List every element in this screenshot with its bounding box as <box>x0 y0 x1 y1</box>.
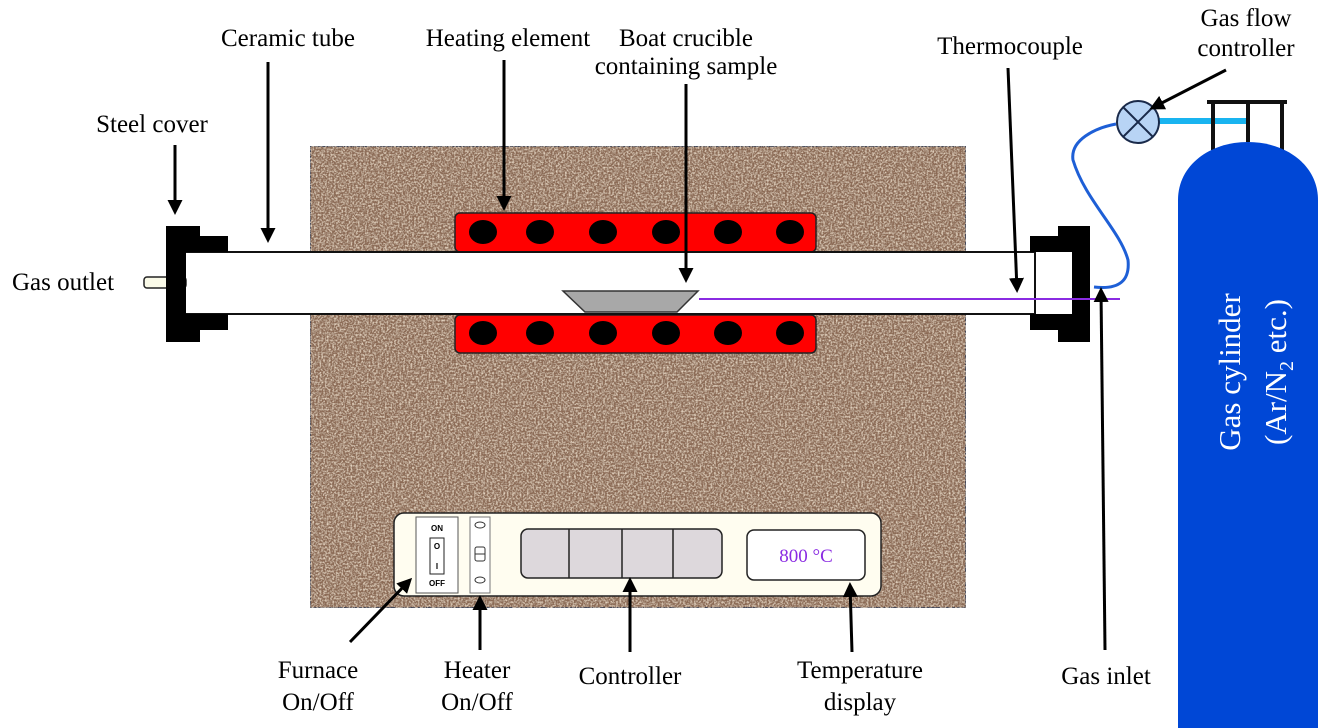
label-heating-element: Heating element <box>426 25 591 52</box>
heating-element-bottom <box>454 314 817 354</box>
cylinder-label-line2: (Ar/N2 etc.) <box>1258 299 1298 445</box>
steel-cover-right <box>1030 226 1090 342</box>
switch-o-label: O <box>434 542 440 551</box>
label-thermocouple: Thermocouple <box>937 33 1083 60</box>
heating-coil <box>776 321 804 345</box>
label-gas-flow-1: Gas flow <box>1201 5 1292 32</box>
temperature-value: 800 °C <box>779 546 833 567</box>
heating-coil <box>652 321 680 345</box>
heater-switch[interactable] <box>469 516 491 594</box>
switch-on-label: ON <box>431 524 443 533</box>
heating-element-top <box>454 212 817 253</box>
heating-coil <box>469 321 497 345</box>
label-ceramic-tube: Ceramic tube <box>221 25 355 52</box>
annotation-arrows <box>167 60 1227 653</box>
gas-line <box>1071 122 1130 290</box>
heating-coil <box>652 220 680 244</box>
control-panel: ON O I OFF 800 °C <box>393 512 882 597</box>
switch-off-label: OFF <box>429 579 445 588</box>
label-furnace-onoff-1: Furnace <box>278 657 359 684</box>
cylinder-label-line1: Gas cylinder <box>1212 293 1247 451</box>
label-gas-outlet: Gas outlet <box>12 269 114 296</box>
label-controller: Controller <box>579 663 682 690</box>
label-gas-inlet: Gas inlet <box>1061 663 1151 690</box>
steel-cover-left <box>166 226 228 342</box>
label-gas-flow-2: controller <box>1197 35 1295 62</box>
label-boat-crucible-2: containing sample <box>595 53 778 80</box>
temperature-display: 800 °C <box>746 529 866 581</box>
heating-coil <box>776 220 804 244</box>
label-heater-onoff-1: Heater <box>444 657 511 684</box>
gas-flow-controller-valve-icon[interactable] <box>1116 100 1160 144</box>
cylinder-handle <box>1207 100 1287 150</box>
label-steel-cover: Steel cover <box>96 111 208 138</box>
label-temperature-display-2: display <box>824 689 897 716</box>
controller-buttons[interactable] <box>520 528 723 579</box>
heating-coil <box>714 321 742 345</box>
heating-coil <box>526 321 554 345</box>
furnace-power-switch[interactable]: ON O I OFF <box>415 516 459 594</box>
label-boat-crucible-1: Boat crucible <box>619 25 753 52</box>
label-heater-onoff-2: On/Off <box>441 689 513 716</box>
switch-i-label: I <box>436 562 438 571</box>
boat-crucible <box>561 290 700 313</box>
heating-coil <box>469 220 497 244</box>
heating-coil <box>589 321 617 345</box>
heating-coil <box>589 220 617 244</box>
gas-cylinder <box>1178 142 1318 728</box>
heating-coil <box>714 220 742 244</box>
label-furnace-onoff-2: On/Off <box>282 689 354 716</box>
heating-coil <box>526 220 554 244</box>
label-temperature-display-1: Temperature <box>797 657 923 684</box>
